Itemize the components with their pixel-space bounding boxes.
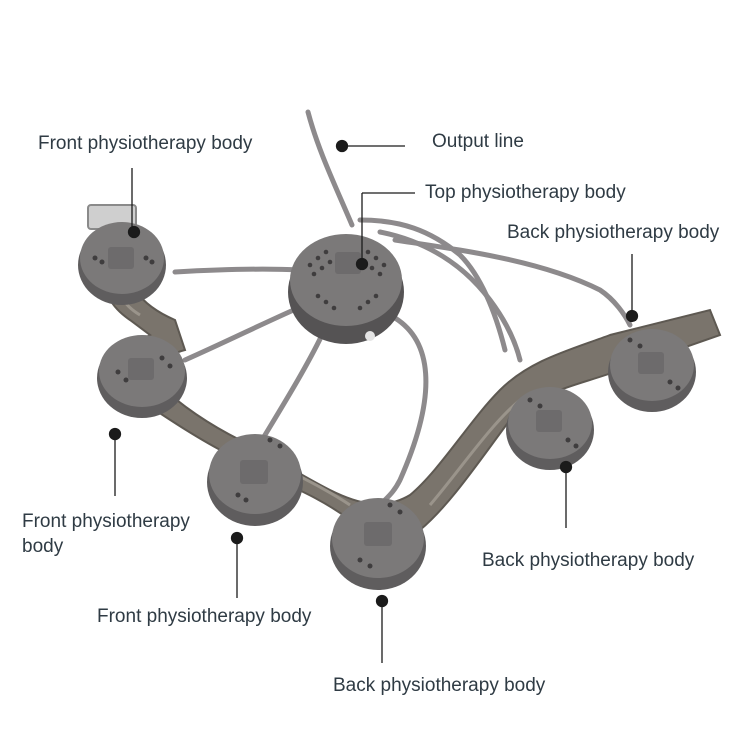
label-back-body-right: Back physiotherapy body (482, 550, 695, 571)
label-output-line: Output line (432, 131, 524, 152)
output-cable (305, 109, 355, 228)
label-front-body-left: Front physiotherapy body (22, 511, 190, 557)
top-pod (288, 234, 404, 344)
back-pod-top-right (608, 329, 696, 412)
back-pod-bottom (330, 498, 426, 590)
label-top-body: Top physiotherapy body (425, 182, 626, 203)
front-pod-bottom (207, 434, 303, 526)
leader-lines (108, 139, 639, 663)
back-pod-right (506, 387, 594, 470)
label-back-body-top-right: Back physiotherapy body (507, 222, 720, 243)
label-front-body-top-left: Front physiotherapy body (38, 133, 253, 154)
front-pod-left (97, 335, 187, 418)
label-back-body-bottom: Back physiotherapy body (333, 675, 546, 696)
label-front-body-bottom: Front physiotherapy body (97, 606, 312, 627)
front-pod-top-left (78, 222, 166, 305)
cables (172, 109, 633, 503)
